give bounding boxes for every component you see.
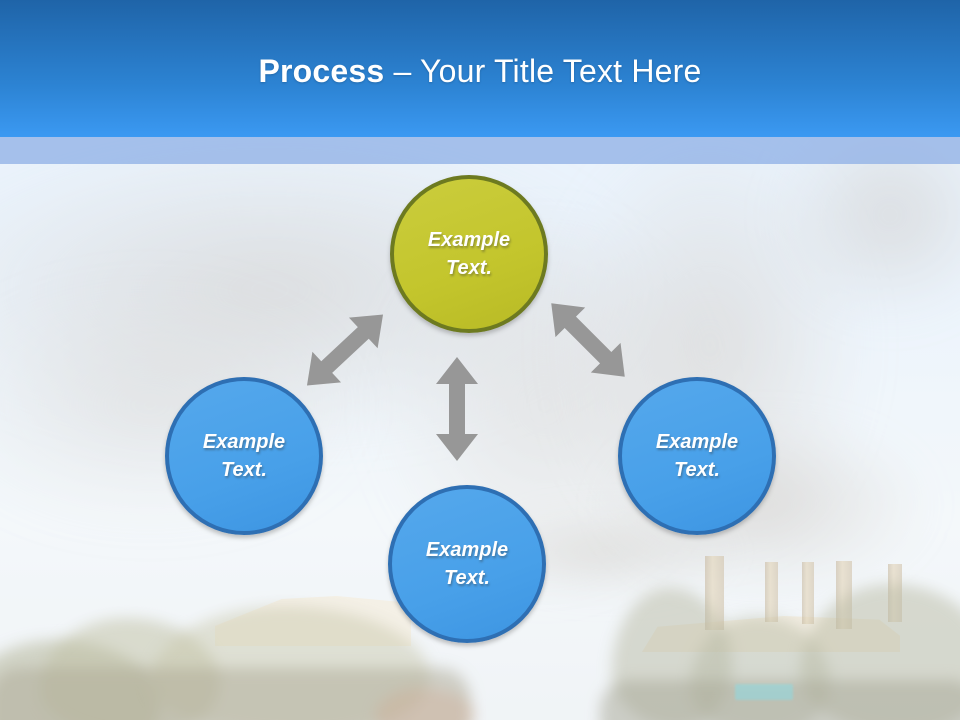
node-label-line1: Example bbox=[202, 431, 286, 453]
double-arrow-icon bbox=[436, 357, 478, 461]
chimney bbox=[802, 562, 814, 624]
double-arrow-icon bbox=[306, 314, 384, 386]
node-label-line1: Example bbox=[427, 229, 511, 251]
node-label-line2: Text. bbox=[221, 459, 267, 481]
node-label-line1: Example bbox=[655, 431, 739, 453]
chimney bbox=[765, 562, 778, 622]
tree bbox=[0, 668, 470, 720]
diagram-node-right: Example Text. bbox=[618, 377, 776, 535]
double-arrow-top-to-left bbox=[291, 298, 398, 403]
title-rest-part: – Your Title Text Here bbox=[384, 53, 702, 89]
diagram-node-bottom: Example Text. bbox=[388, 485, 546, 643]
node-label-line1: Example bbox=[425, 539, 509, 561]
header-divider-band bbox=[0, 137, 960, 164]
page-title: Process – Your Title Text Here bbox=[0, 53, 960, 90]
node-label-line2: Text. bbox=[674, 459, 720, 481]
diagram-node-top: Example Text. bbox=[390, 175, 548, 333]
title-bold-part: Process bbox=[258, 53, 385, 89]
node-label-line2: Text. bbox=[446, 257, 492, 279]
double-arrow-icon bbox=[551, 303, 625, 377]
teal-sign bbox=[735, 684, 793, 700]
node-label-line2: Text. bbox=[444, 567, 490, 589]
double-arrow-top-to-bottom bbox=[434, 357, 480, 461]
diagram-node-left: Example Text. bbox=[165, 377, 323, 535]
double-arrow-top-to-right bbox=[535, 287, 641, 393]
slide-header: Process – Your Title Text Here bbox=[0, 0, 960, 137]
